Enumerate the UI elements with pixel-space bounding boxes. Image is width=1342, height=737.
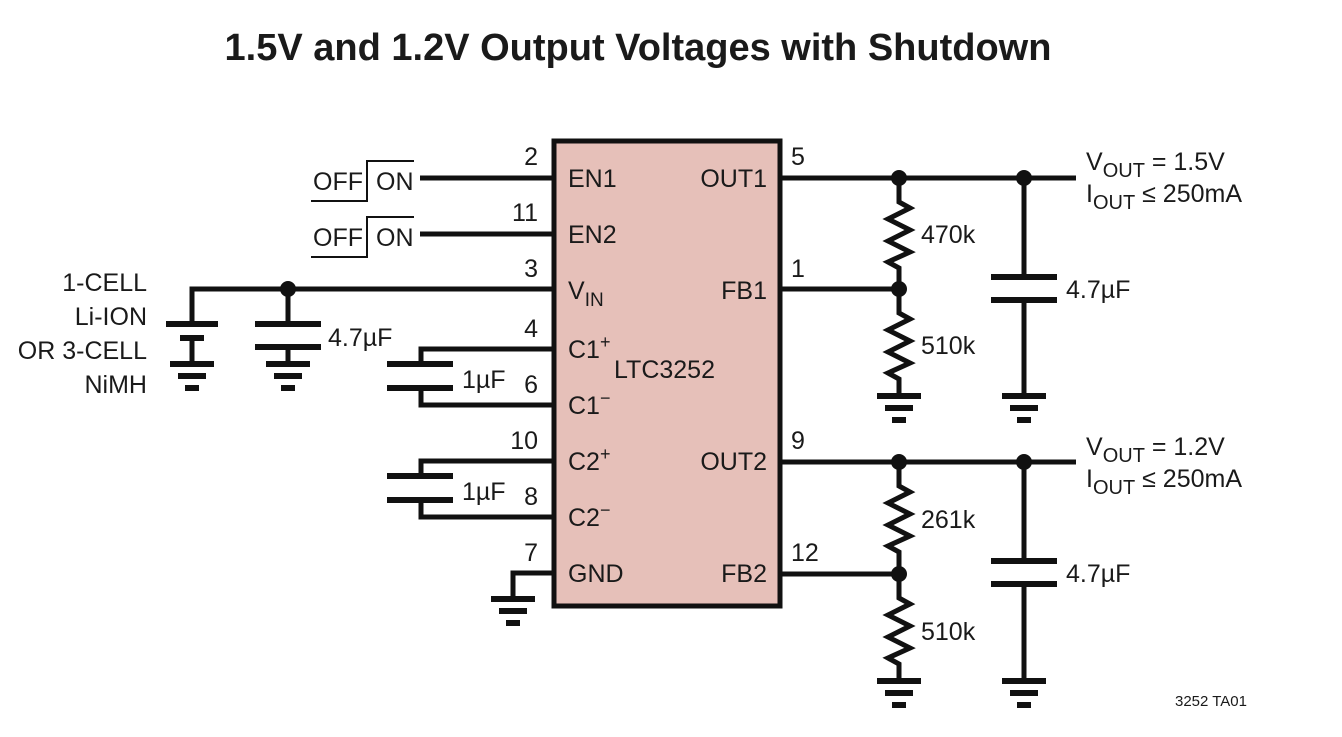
out2-vout-spec: VOUT = 1.2V	[1086, 433, 1225, 467]
r1-top-value: 470k	[921, 221, 976, 249]
resistor-r1-bottom-icon	[882, 289, 916, 394]
pin-name-c2-plus: C2+	[568, 444, 610, 476]
pin-number-en2: 11	[512, 199, 538, 227]
en2-off-label: OFF	[313, 224, 363, 252]
pin-number-fb1: 1	[791, 255, 805, 283]
input-source-label: 1-CELL Li-ION OR 3-CELL NiMH	[18, 269, 147, 399]
source-label-line: Li-ION	[75, 303, 147, 331]
out2-iout-spec: IOUT ≤ 250mA	[1086, 465, 1242, 499]
flying-capacitor-2-icon	[387, 458, 554, 520]
enable-control-en2: OFF ON	[311, 216, 554, 258]
wire-gnd	[510, 570, 554, 599]
pin-name-en1: EN1	[568, 165, 617, 193]
output-capacitor-1-icon	[991, 178, 1057, 396]
input-cap-value: 4.7µF	[328, 324, 392, 352]
input-capacitor-icon	[255, 289, 321, 364]
pin-number-c1-plus: 4	[524, 315, 538, 343]
source-label-line: NiMH	[85, 371, 148, 399]
ground-icon	[266, 361, 310, 391]
ground-icon	[877, 678, 921, 708]
en2-step-waveform	[311, 216, 414, 258]
pin-number-c1-minus: 6	[524, 371, 538, 399]
resistor-r2-top-icon	[882, 462, 916, 574]
flying-capacitor-1-icon	[387, 346, 554, 408]
out1-iout-spec: IOUT ≤ 250mA	[1086, 180, 1242, 214]
pin-number-out2: 9	[791, 427, 805, 455]
pin-number-en1: 2	[524, 143, 538, 171]
battery-icon	[166, 321, 218, 364]
r2-top-value: 261k	[921, 506, 976, 534]
diagram-title: 1.5V and 1.2V Output Voltages with Shutd…	[225, 27, 1052, 69]
flying-cap-1-value: 1µF	[462, 366, 506, 394]
ground-icon	[491, 596, 535, 626]
figure-id: 3252 TA01	[1175, 693, 1247, 710]
pin-name-out2: OUT2	[700, 448, 767, 476]
en1-on-label: ON	[376, 168, 414, 196]
pin-number-out1: 5	[791, 143, 805, 171]
out1-cap-value: 4.7µF	[1066, 276, 1130, 304]
flying-cap-2-value: 1µF	[462, 478, 506, 506]
source-label-line: OR 3-CELL	[18, 337, 147, 365]
pin-name-c2-minus: C2−	[568, 500, 610, 532]
pin-name-fb1: FB1	[721, 277, 767, 305]
r2-bottom-value: 510k	[921, 618, 976, 646]
source-label-line: 1-CELL	[62, 269, 147, 297]
pin-number-gnd: 7	[524, 539, 538, 567]
wire-vin	[189, 286, 554, 322]
en2-on-label: ON	[376, 224, 414, 252]
pin-name-c1-minus: C1−	[568, 388, 610, 420]
enable-control-en1: OFF ON	[311, 160, 554, 202]
pin-name-gnd: GND	[568, 560, 624, 588]
pin-number-vin: 3	[524, 255, 538, 283]
en1-off-label: OFF	[313, 168, 363, 196]
pin-name-c1-plus: C1+	[568, 332, 610, 364]
pin-name-out1: OUT1	[700, 165, 767, 193]
pin-number-c2-minus: 8	[524, 483, 538, 511]
pin-number-fb2: 12	[791, 539, 819, 567]
out1-vout-spec: VOUT = 1.5V	[1086, 148, 1225, 182]
ground-icon	[877, 393, 921, 423]
pin-name-fb2: FB2	[721, 560, 767, 588]
pin-name-vin: VIN	[568, 277, 604, 311]
ground-icon	[1002, 393, 1046, 423]
out2-cap-value: 4.7µF	[1066, 560, 1130, 588]
en1-step-waveform	[311, 160, 414, 202]
resistor-r1-top-icon	[882, 178, 916, 289]
resistor-r2-bottom-icon	[882, 574, 916, 680]
ic-name: LTC3252	[614, 356, 715, 384]
ic-body	[551, 138, 783, 609]
pin-name-en2: EN2	[568, 221, 617, 249]
ground-icon	[1002, 678, 1046, 708]
r1-bottom-value: 510k	[921, 332, 976, 360]
pin-number-c2-plus: 10	[510, 427, 538, 455]
output-capacitor-2-icon	[991, 462, 1057, 681]
ground-icon	[170, 361, 214, 391]
